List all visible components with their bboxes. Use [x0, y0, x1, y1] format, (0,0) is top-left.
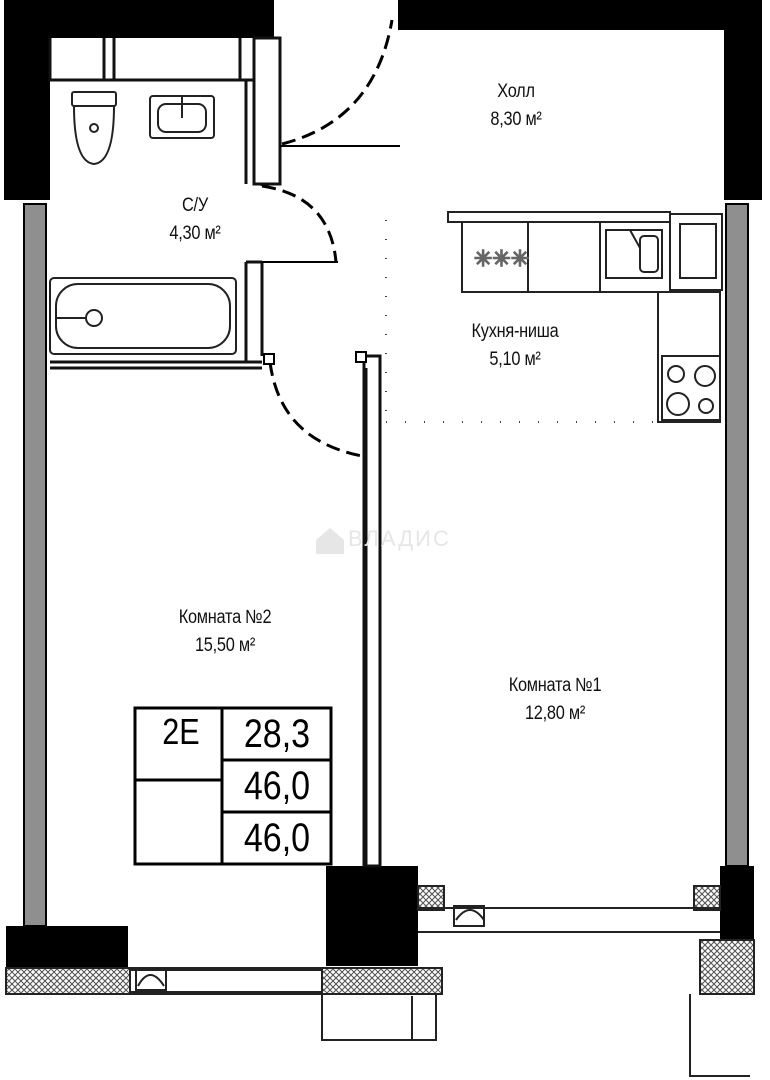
room-label-hall: Холл 8,30 м²	[464, 78, 567, 133]
doors	[261, 19, 400, 458]
room-label-bathroom: С/У 4,30 м²	[148, 192, 243, 247]
room-name: Комната №1	[508, 675, 602, 696]
sink-icon	[149, 95, 215, 139]
watermark: ВЛАДИС	[312, 526, 451, 552]
watermark-text: ВЛАДИС	[348, 526, 451, 551]
interior-partitions	[48, 36, 382, 868]
room-name: Комната №2	[178, 607, 272, 628]
hob-icon	[661, 355, 721, 421]
room-name: С/У	[182, 195, 208, 216]
apartment-code: 2E	[162, 711, 200, 752]
dishwasher-icon: ✳✳✳	[473, 246, 530, 273]
kitchen-sink-icon	[605, 229, 663, 279]
room-area: 15,50 м²	[194, 634, 256, 656]
room-name: Холл	[497, 81, 535, 102]
room-label-room2: Комната №2 15,50 м²	[161, 604, 290, 659]
room-area: 8,30 м²	[490, 108, 542, 130]
total-area-value: 46,0	[243, 763, 311, 808]
total-area-with-balcony-value: 46,0	[243, 815, 311, 860]
house-icon	[316, 528, 344, 554]
balcony	[5, 885, 755, 1077]
svg-text:✳✳✳: ✳✳✳	[474, 247, 529, 272]
room-area: 5,10 м²	[489, 348, 541, 370]
exterior-walls	[4, 0, 762, 970]
room-area: 12,80 м²	[524, 702, 586, 724]
room-area: 4,30 м²	[169, 222, 221, 244]
area-table-frame	[133, 706, 333, 866]
room-label-kitchen: Кухня-ниша 5,10 м²	[451, 318, 580, 373]
window-walls	[23, 203, 749, 927]
room-name: Кухня-ниша	[471, 321, 559, 342]
room-label-room1: Комната №1 12,80 м²	[491, 672, 620, 727]
living-area-value: 28,3	[243, 711, 311, 756]
area-table: 2E 28,3 46,0 46,0	[133, 706, 333, 866]
bathtub-icon	[49, 277, 237, 355]
toilet-icon	[71, 91, 117, 166]
kitchen-counter	[447, 211, 723, 423]
